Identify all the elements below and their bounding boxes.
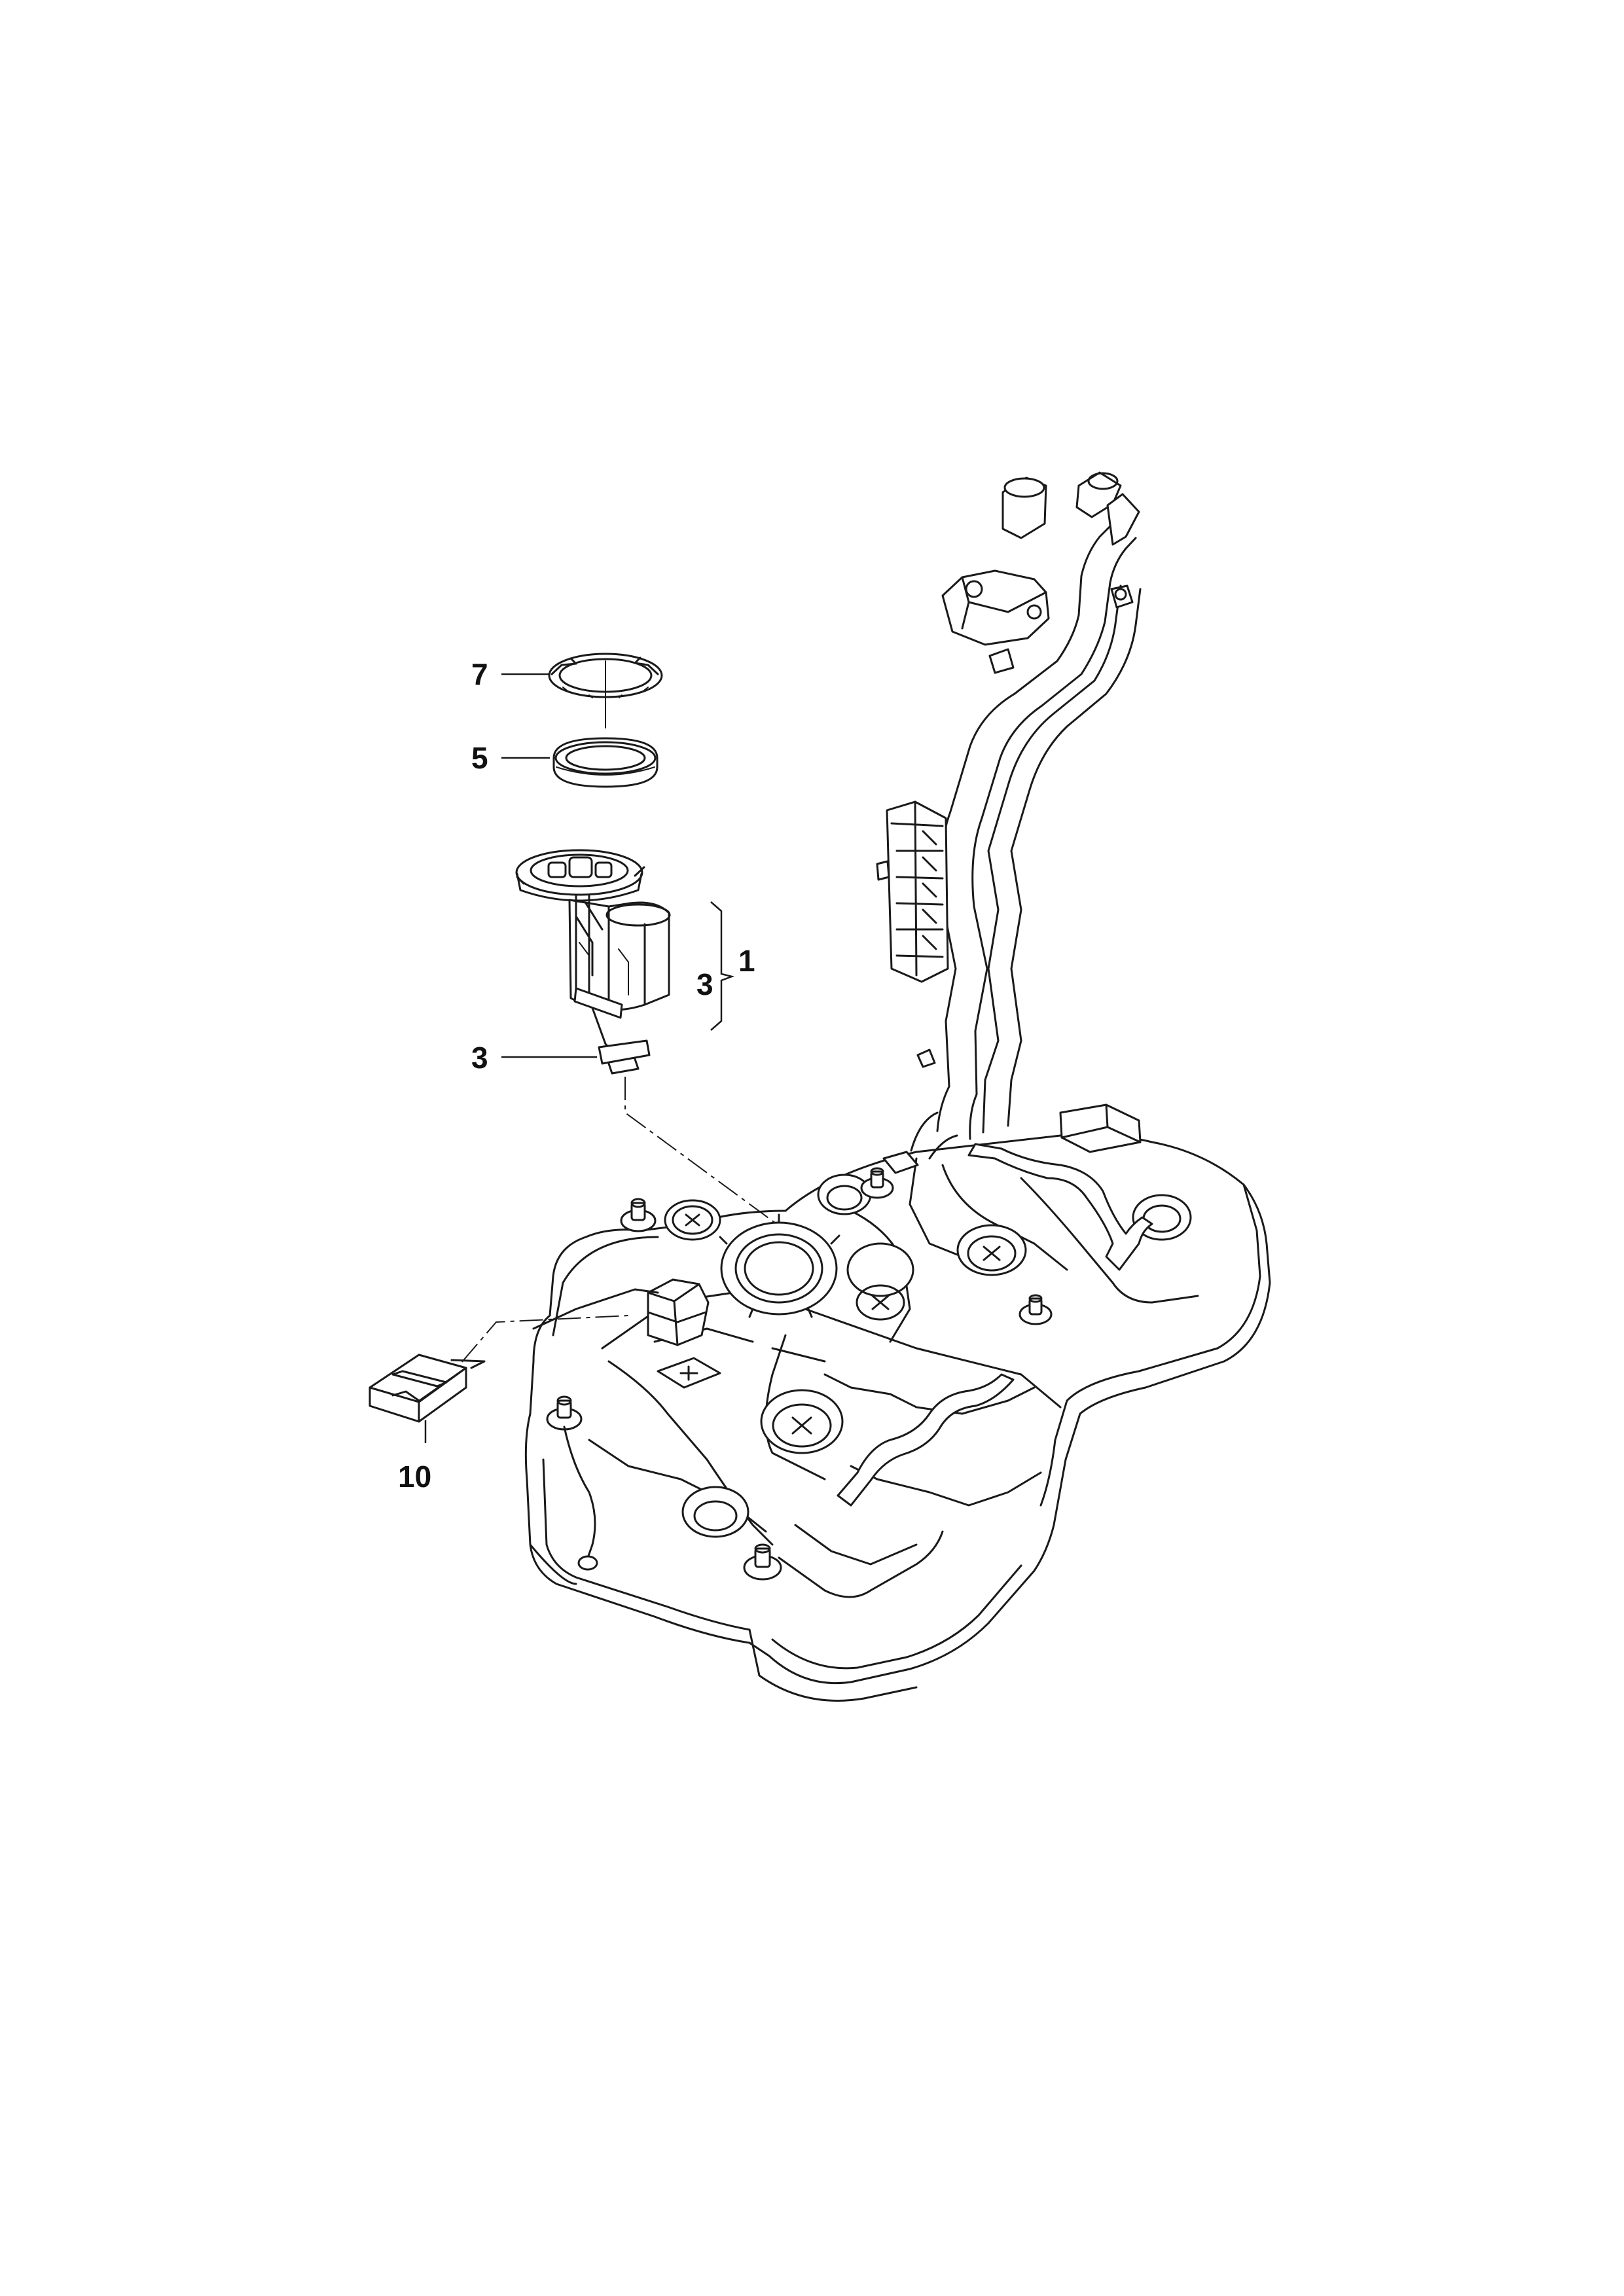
connector-part-10 bbox=[370, 1355, 484, 1422]
callout-1: 1 bbox=[738, 944, 755, 978]
callout-7: 7 bbox=[471, 657, 488, 691]
tank-s-channel bbox=[969, 1144, 1152, 1270]
tank-drain-boss bbox=[848, 1244, 913, 1319]
tank-s-channel bbox=[838, 1374, 1013, 1505]
callout-3: 3 bbox=[471, 1041, 488, 1075]
tank-mounting-stud bbox=[744, 1545, 781, 1579]
fuel-tank bbox=[526, 1105, 1270, 1700]
tank-round-boss bbox=[818, 1175, 871, 1214]
tank-sender-housing bbox=[648, 1280, 708, 1345]
tank-mounting-stud bbox=[1020, 1295, 1051, 1324]
tank-drain-boss bbox=[761, 1390, 842, 1453]
tank-tether bbox=[564, 1427, 595, 1558]
tank-mounting-stud bbox=[547, 1397, 581, 1429]
tank-mounting-stud bbox=[621, 1199, 655, 1231]
callout-5: 5 bbox=[471, 741, 488, 775]
filler-neck-pipes bbox=[877, 473, 1140, 1158]
tank-drain-boss bbox=[665, 1200, 720, 1240]
tank-drain-boss bbox=[958, 1225, 1026, 1275]
seal-part-5 bbox=[554, 738, 657, 787]
tank-filler-bracket bbox=[1060, 1105, 1140, 1152]
assembly-line-pump bbox=[625, 1077, 785, 1263]
bracket-1-3 bbox=[711, 902, 732, 1030]
tank-small-valve bbox=[884, 1152, 918, 1173]
tank-mounting-stud bbox=[861, 1168, 893, 1198]
tank-lip bbox=[533, 1289, 658, 1329]
tank-round-boss bbox=[683, 1487, 748, 1537]
tank-vent-plate bbox=[658, 1358, 720, 1388]
tank-tether-end bbox=[579, 1556, 597, 1570]
callout-3-bracket: 3 bbox=[696, 967, 713, 1001]
fuel-pump-module-part-1 bbox=[516, 850, 670, 1073]
callout-10: 10 bbox=[398, 1460, 431, 1494]
